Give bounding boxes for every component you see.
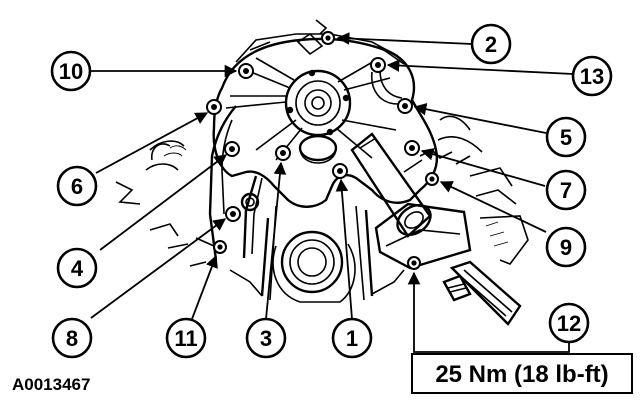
leader-lines [90, 32, 574, 353]
sensor-connector [449, 260, 522, 326]
bolt-10 [238, 63, 254, 79]
torque-spec-text: 25 Nm (18 lb-ft) [435, 361, 608, 388]
bolt-4 [224, 141, 240, 157]
bolt-5 [397, 98, 413, 114]
callout-2-label: 2 [485, 32, 497, 57]
bolts [206, 31, 439, 270]
bolt-6 [206, 99, 222, 115]
leader-2 [336, 32, 473, 45]
bolt-1 [332, 163, 348, 179]
leader-12 [407, 271, 570, 353]
pump-housing-outline [212, 37, 439, 208]
callout-1[interactable]: 1 [331, 317, 373, 359]
leader-7 [420, 148, 546, 187]
callout-4-label: 4 [71, 256, 84, 281]
callout-12[interactable]: 12 [548, 302, 590, 344]
leader-5 [413, 103, 547, 134]
leader-9 [439, 181, 547, 233]
leader-4 [99, 154, 228, 251]
bolt-3 [275, 145, 291, 161]
callout-12-label: 12 [557, 311, 581, 336]
leader-13 [386, 59, 574, 75]
leader-8 [90, 218, 227, 319]
leader-11 [191, 254, 218, 320]
callout-6[interactable]: 6 [56, 165, 98, 207]
callout-5[interactable]: 5 [545, 116, 587, 158]
callout-7[interactable]: 7 [545, 169, 587, 211]
figure-id: A0013467 [12, 375, 90, 394]
callout-11[interactable]: 11 [165, 317, 207, 359]
callout-11-label: 11 [174, 326, 197, 351]
bolt-9 [425, 172, 439, 186]
leader-6 [95, 112, 209, 174]
callout-6-label: 6 [71, 174, 83, 199]
callout-13[interactable]: 13 [571, 55, 613, 97]
bolt-11 [213, 240, 227, 254]
callout-8-label: 8 [66, 326, 78, 351]
callout-7-label: 7 [560, 178, 572, 203]
crank-seal [280, 230, 344, 294]
callout-10-label: 10 [59, 59, 83, 84]
bolt-13 [370, 57, 386, 73]
callout-13-label: 13 [580, 64, 604, 89]
callout-9[interactable]: 9 [545, 226, 587, 268]
callout-2[interactable]: 2 [470, 23, 512, 65]
callout-8[interactable]: 8 [51, 317, 93, 359]
callout-4[interactable]: 4 [56, 247, 98, 289]
callout-10[interactable]: 10 [50, 50, 92, 92]
leader-1 [335, 178, 353, 320]
callouts: 1 2 3 4 5 6 7 8 [50, 23, 613, 359]
callout-1-label: 1 [346, 326, 358, 351]
callout-3-label: 3 [260, 326, 272, 351]
callout-5-label: 5 [560, 125, 572, 150]
torque-spec-box: 25 Nm (18 lb-ft) [411, 353, 633, 394]
bolt-2 [321, 31, 335, 45]
engine-drawing [115, 19, 529, 326]
callout-3[interactable]: 3 [245, 317, 287, 359]
leader-3 [265, 161, 287, 320]
callout-9-label: 9 [560, 235, 572, 260]
bolt-7 [404, 140, 420, 156]
bolt-8 [225, 206, 241, 222]
bolt-12 [407, 256, 421, 270]
